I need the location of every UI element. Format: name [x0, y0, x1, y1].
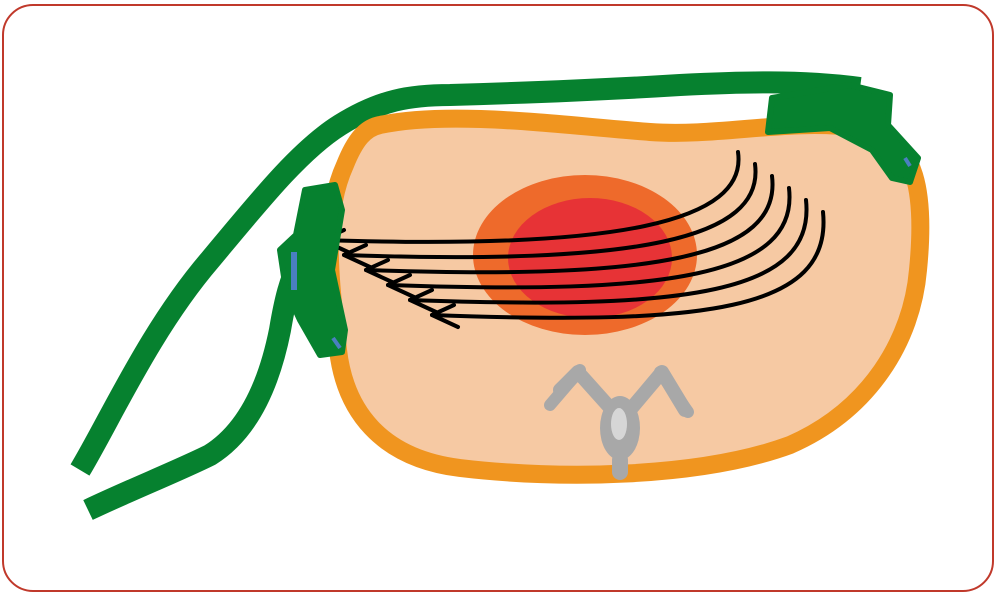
left-clamp-marker — [291, 252, 297, 290]
